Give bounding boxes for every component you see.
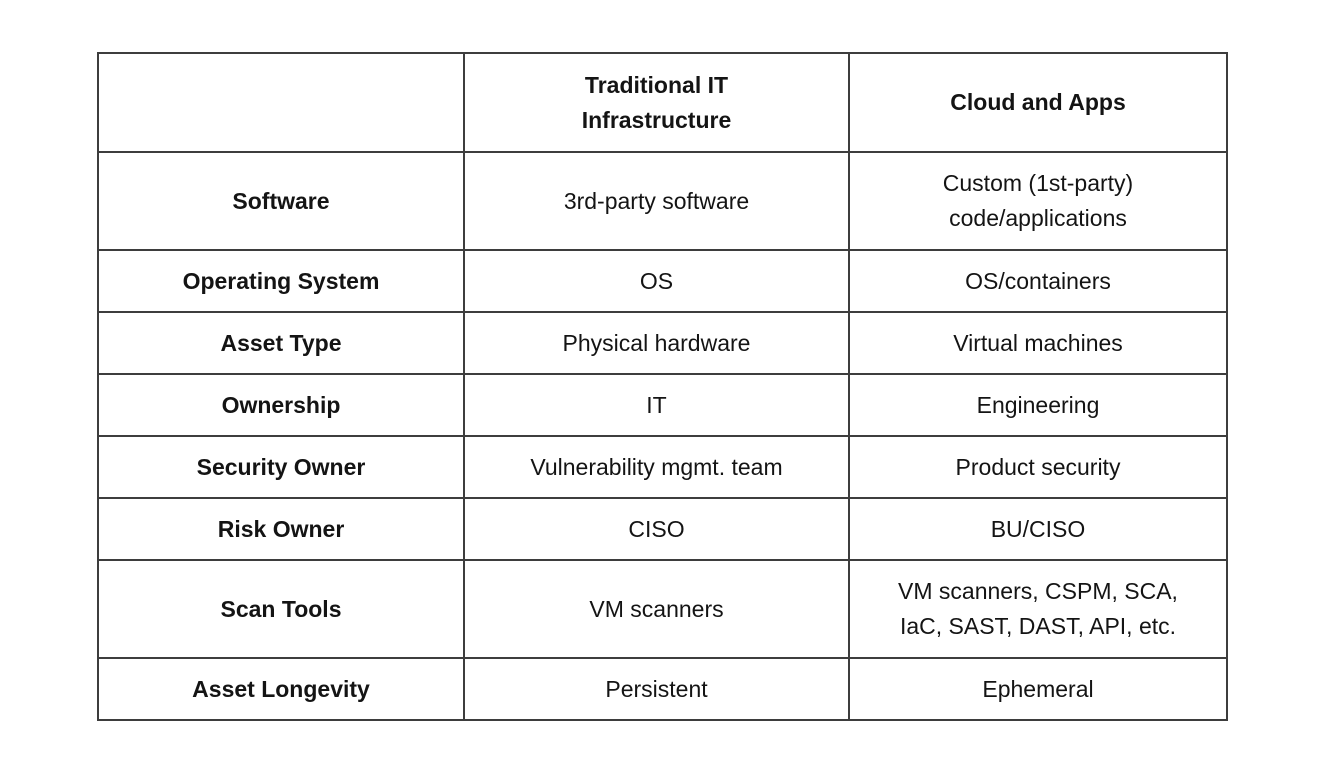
cell-security-owner-traditional: Vulnerability mgmt. team — [463, 435, 850, 499]
table-row-scan-tools: Scan Tools VM scanners VM scanners, CSPM… — [97, 559, 1228, 659]
cell-asset-longevity-cloud: Ephemeral — [848, 657, 1228, 721]
table-row-risk-owner: Risk Owner CISO BU/CISO — [97, 497, 1228, 561]
cell-operating-system-cloud: OS/containers — [848, 249, 1228, 313]
table-row-asset-type: Asset Type Physical hardware Virtual mac… — [97, 311, 1228, 375]
cell-scan-tools-traditional: VM scanners — [463, 559, 850, 659]
cell-asset-type-traditional: Physical hardware — [463, 311, 850, 375]
table-row-operating-system: Operating System OS OS/containers — [97, 249, 1228, 313]
column-header-cloud-apps-label: Cloud and Apps — [950, 89, 1126, 115]
row-header-scan-tools: Scan Tools — [97, 559, 465, 659]
cell-risk-owner-traditional: CISO — [463, 497, 850, 561]
table-row-security-owner: Security Owner Vulnerability mgmt. team … — [97, 435, 1228, 499]
row-header-ownership: Ownership — [97, 373, 465, 437]
column-header-traditional-it-label: Traditional IT Infrastructure — [581, 71, 732, 133]
table-header-row: Traditional IT Infrastructure Cloud and … — [97, 52, 1228, 153]
cell-asset-type-cloud: Virtual machines — [848, 311, 1228, 375]
cell-risk-owner-cloud: BU/CISO — [848, 497, 1228, 561]
cell-asset-longevity-traditional: Persistent — [463, 657, 850, 721]
row-header-asset-type: Asset Type — [97, 311, 465, 375]
row-header-operating-system: Operating System — [97, 249, 465, 313]
cell-software-cloud: Custom (1st-party) code/applications — [848, 151, 1228, 251]
column-header-cloud-apps: Cloud and Apps — [848, 52, 1228, 153]
cell-operating-system-traditional: OS — [463, 249, 850, 313]
row-header-risk-owner: Risk Owner — [97, 497, 465, 561]
cell-software-traditional: 3rd-party software — [463, 151, 850, 251]
cell-ownership-cloud: Engineering — [848, 373, 1228, 437]
cell-security-owner-cloud: Product security — [848, 435, 1228, 499]
column-header-traditional-it: Traditional IT Infrastructure — [463, 52, 850, 153]
cell-ownership-traditional: IT — [463, 373, 850, 437]
cell-scan-tools-cloud: VM scanners, CSPM, SCA, IaC, SAST, DAST,… — [848, 559, 1228, 659]
row-header-security-owner: Security Owner — [97, 435, 465, 499]
row-header-asset-longevity: Asset Longevity — [97, 657, 465, 721]
table-row-asset-longevity: Asset Longevity Persistent Ephemeral — [97, 657, 1228, 721]
row-header-software: Software — [97, 151, 465, 251]
corner-header-cell — [97, 52, 465, 153]
table-row-ownership: Ownership IT Engineering — [97, 373, 1228, 437]
comparison-table: Traditional IT Infrastructure Cloud and … — [97, 52, 1228, 721]
table-row-software: Software 3rd-party software Custom (1st-… — [97, 151, 1228, 251]
